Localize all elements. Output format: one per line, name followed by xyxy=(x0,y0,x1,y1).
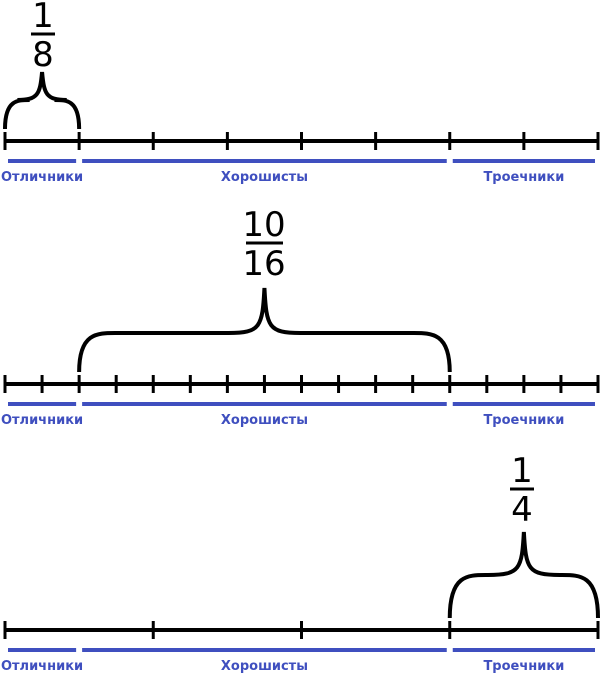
segment-label: Отличники xyxy=(1,659,83,674)
ticks-3 xyxy=(3,621,600,639)
segment-label: Хорошисты xyxy=(221,659,308,674)
fraction-1-numerator: 1 xyxy=(32,0,54,36)
segment-label: Троечники xyxy=(483,659,564,674)
segment-bar xyxy=(8,159,77,163)
fraction-2-numerator: 10 xyxy=(242,205,285,245)
fraction-1-denominator: 8 xyxy=(32,35,54,75)
segment-bar xyxy=(452,648,595,652)
segment-label: Отличники xyxy=(1,413,83,428)
segment-bar xyxy=(82,648,447,652)
fraction-3-numerator: 1 xyxy=(511,451,533,491)
segment-bar xyxy=(82,159,447,163)
segment-label: Отличники xyxy=(1,170,83,185)
segments-2: Отличники Хорошисты Троечники xyxy=(1,402,595,428)
segment-bar xyxy=(82,402,447,406)
segment-label: Хорошисты xyxy=(221,413,308,428)
fraction-3-denominator: 4 xyxy=(511,490,533,530)
segments-3: Отличники Хорошисты Троечники xyxy=(1,648,595,674)
brace-1 xyxy=(3,71,82,130)
diagram-3: 1 4 Отличники Хорошисты Троечники xyxy=(1,451,600,674)
segment-bar xyxy=(452,402,595,406)
diagram-1: 1 8 Отличники Хорошисты Троечники xyxy=(1,0,600,185)
segment-bar xyxy=(8,648,77,652)
segment-label: Троечники xyxy=(483,170,564,185)
ticks-2 xyxy=(3,375,600,393)
ticks-1 xyxy=(3,132,600,150)
fraction-2-denominator: 16 xyxy=(242,244,285,284)
segment-label: Хорошисты xyxy=(221,170,308,185)
segment-label: Троечники xyxy=(483,413,564,428)
segment-bar xyxy=(8,402,77,406)
brace-2 xyxy=(77,287,452,373)
diagram-2: 10 16 Отличники Хорошисты Троечники xyxy=(1,205,600,428)
brace-3 xyxy=(447,531,600,619)
segment-bar xyxy=(452,159,595,163)
segments-1: Отличники Хорошисты Троечники xyxy=(1,159,595,185)
